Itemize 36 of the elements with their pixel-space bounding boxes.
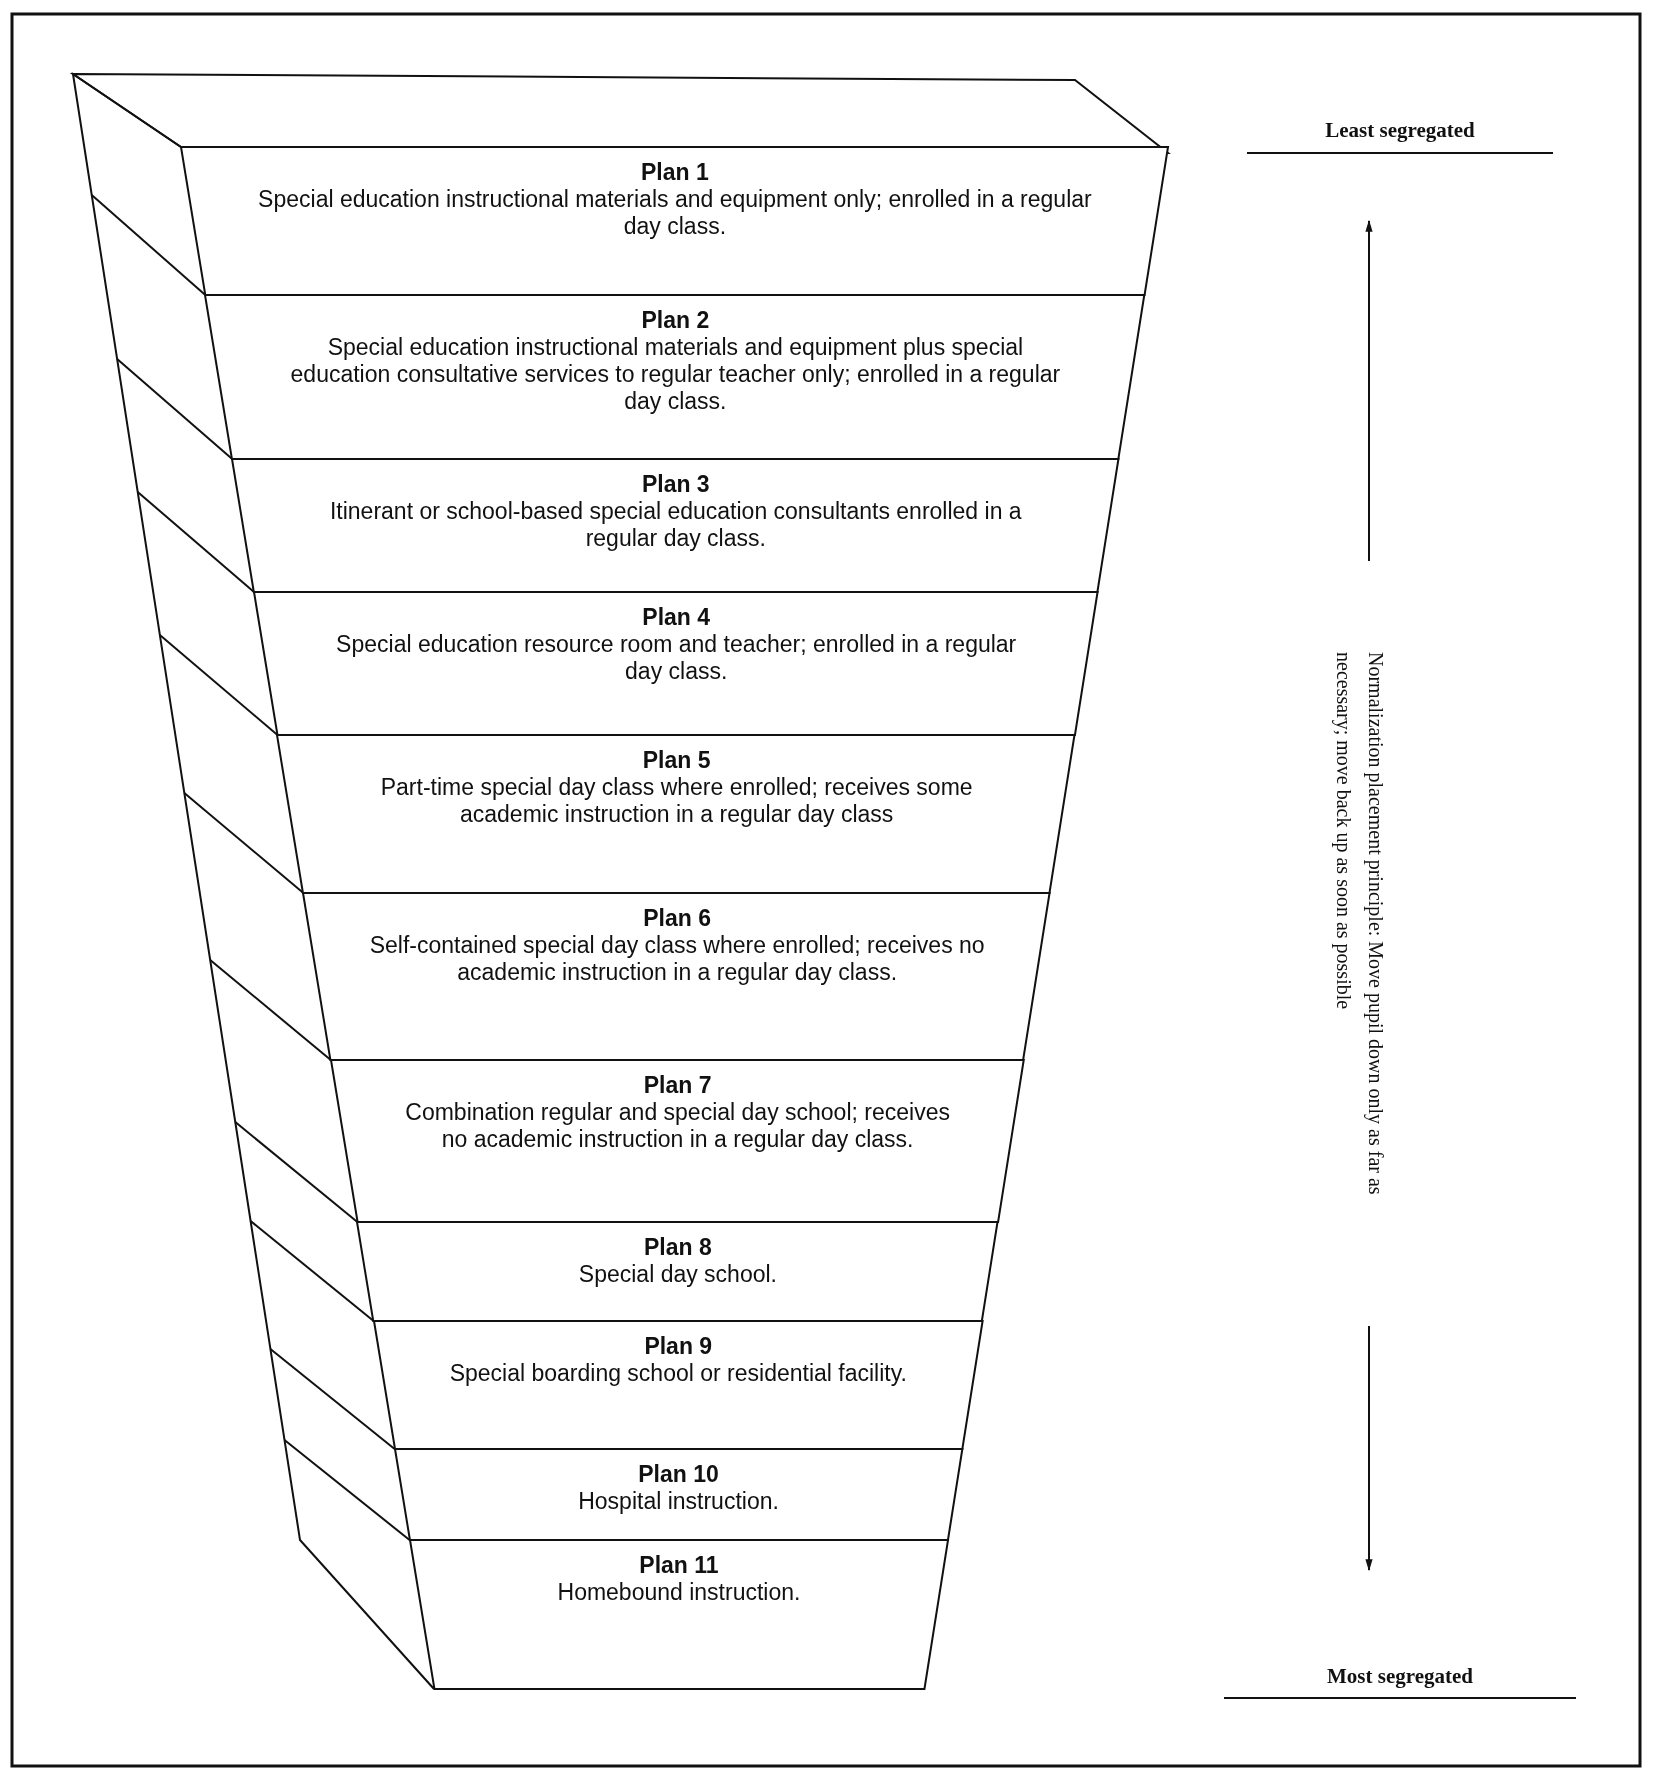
tier-heading: Plan 8	[644, 1234, 712, 1261]
tier-description: Homebound instruction.	[557, 1579, 801, 1606]
funnel-tier	[303, 893, 1050, 1060]
principle-note: Normalization placement principle: Move pupil down only as far as necessary; move back up as soon as possible	[1331, 652, 1388, 1197]
scale-label: Least segregated	[1325, 118, 1475, 142]
scale-label: Most segregated	[1327, 1664, 1473, 1688]
tier-description: Hospital instruction.	[578, 1488, 779, 1515]
tier-description: Special day school.	[578, 1261, 777, 1288]
tier-heading: Plan 11	[639, 1552, 719, 1579]
tier-description: Special education instructional materials and equipment only; enrolled in a regular day class.	[257, 186, 1093, 240]
tier-description: Special education instructional materials and equipment plus special education consultative services to regular teacher only; enrolled in a regular day class.	[289, 334, 1062, 415]
tier-heading: Plan 9	[644, 1333, 713, 1360]
tier-heading: Plan 2	[641, 307, 710, 334]
funnel-tier	[254, 592, 1098, 735]
funnel-tier	[277, 735, 1075, 893]
funnel-tier	[181, 147, 1168, 295]
funnel-tier	[357, 1222, 998, 1321]
funnel-tier	[330, 1060, 1024, 1222]
tier-heading: Plan 5	[642, 747, 711, 774]
tier-description: Special education resource room and teacher; enrolled in a regular day class.	[335, 631, 1018, 685]
tier-description: Self-contained special day class where enrolled; receives no academic instruction in a regular day class.	[368, 932, 986, 986]
tier-heading: Plan 3	[641, 471, 710, 498]
tier-heading: Plan 4	[642, 604, 711, 631]
funnel-tier	[232, 459, 1119, 592]
funnel-tier	[373, 1321, 983, 1449]
funnel-tier	[394, 1449, 962, 1540]
tier-heading: Plan 1	[641, 159, 709, 186]
tier-heading: Plan 7	[643, 1072, 712, 1099]
funnel-tier	[205, 295, 1145, 459]
tier-description: Itinerant or school-based special education consultants enrolled in a regular day class.	[328, 498, 1023, 552]
tier-description: Special boarding school or residential facility.	[449, 1360, 907, 1387]
tier-heading: Plan 10	[638, 1461, 719, 1488]
tier-description: Combination regular and special day school; receives no academic instruction in a regular day class.	[404, 1099, 951, 1153]
funnel-tier	[409, 1540, 948, 1689]
tier-description: Part-time special day class where enrolled; receives some academic instruction in a regular day class	[379, 774, 974, 828]
tier-heading: Plan 6	[643, 905, 712, 932]
